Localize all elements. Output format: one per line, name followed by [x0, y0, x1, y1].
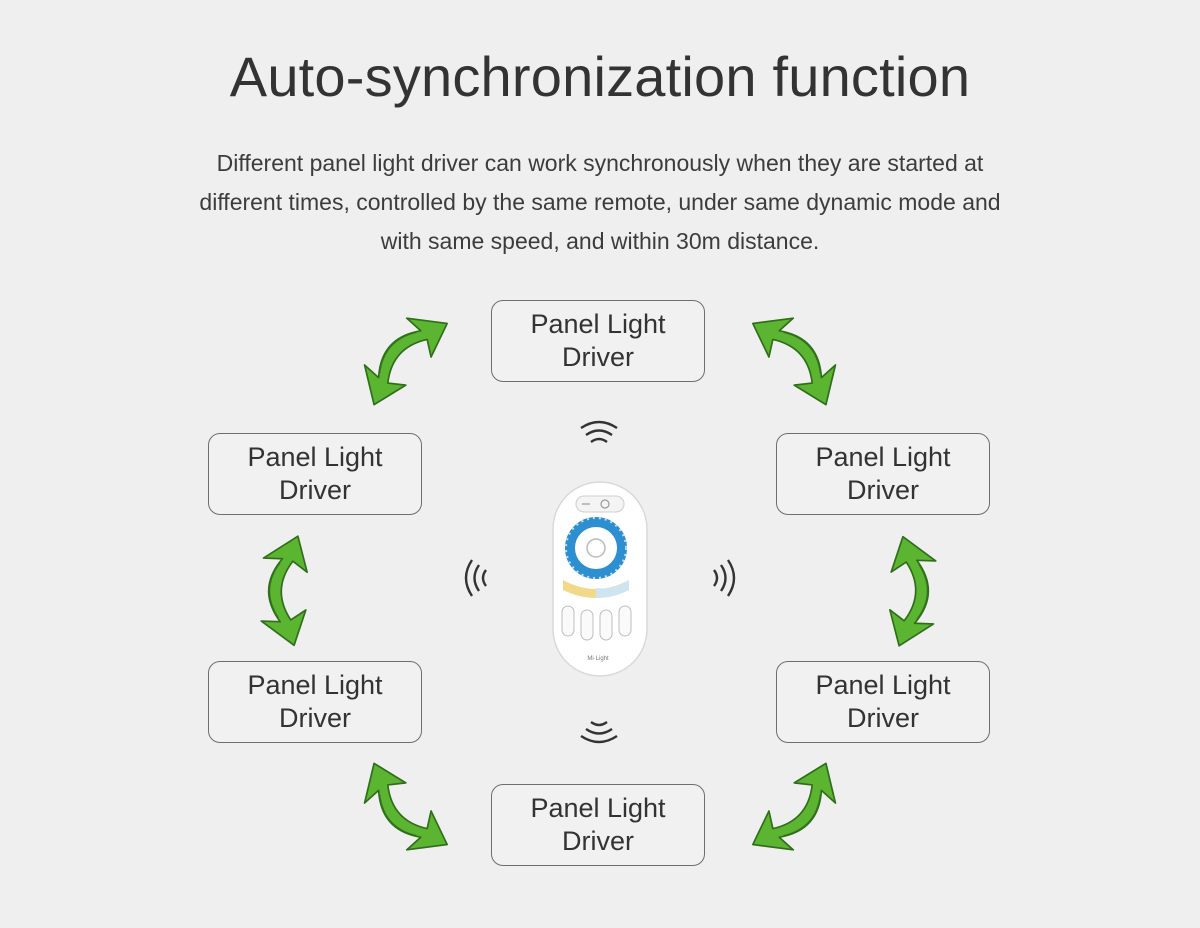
panel-light-driver-box-bottom: Panel Light Driver	[491, 784, 705, 866]
sync-arrow-icon	[744, 300, 852, 413]
panel-light-driver-box-top: Panel Light Driver	[491, 300, 705, 382]
node-label: Panel Light Driver	[815, 670, 951, 733]
wireless-signal-icon	[712, 558, 736, 598]
node-label: Panel Light Driver	[815, 442, 951, 505]
node-label: Panel Light Driver	[247, 670, 383, 733]
sync-arrow-icon	[744, 755, 852, 868]
node-label: Panel Light Driver	[530, 309, 666, 372]
panel-light-driver-box-upper-left: Panel Light Driver	[208, 433, 422, 515]
sync-arrow-icon	[348, 300, 456, 413]
node-label: Panel Light Driver	[247, 442, 383, 505]
panel-light-driver-box-lower-left: Panel Light Driver	[208, 661, 422, 743]
wireless-signal-icon	[579, 720, 619, 744]
sync-arrow-icon	[887, 535, 938, 648]
wireless-signal-icon	[579, 420, 619, 444]
remote-brand-text: Mi·Light	[587, 656, 609, 662]
description-text: Different panel light driver can work sy…	[199, 150, 1001, 254]
panel-light-driver-box-lower-right: Panel Light Driver	[776, 661, 990, 743]
page-title: Auto-synchronization function	[229, 45, 971, 108]
remote-control-icon: Mi·Light	[552, 481, 648, 677]
panel-light-driver-box-upper-right: Panel Light Driver	[776, 433, 990, 515]
wireless-signal-icon	[464, 558, 488, 598]
sync-arrow-icon	[259, 534, 310, 647]
sync-arrow-icon	[348, 755, 456, 868]
node-label: Panel Light Driver	[530, 793, 666, 856]
